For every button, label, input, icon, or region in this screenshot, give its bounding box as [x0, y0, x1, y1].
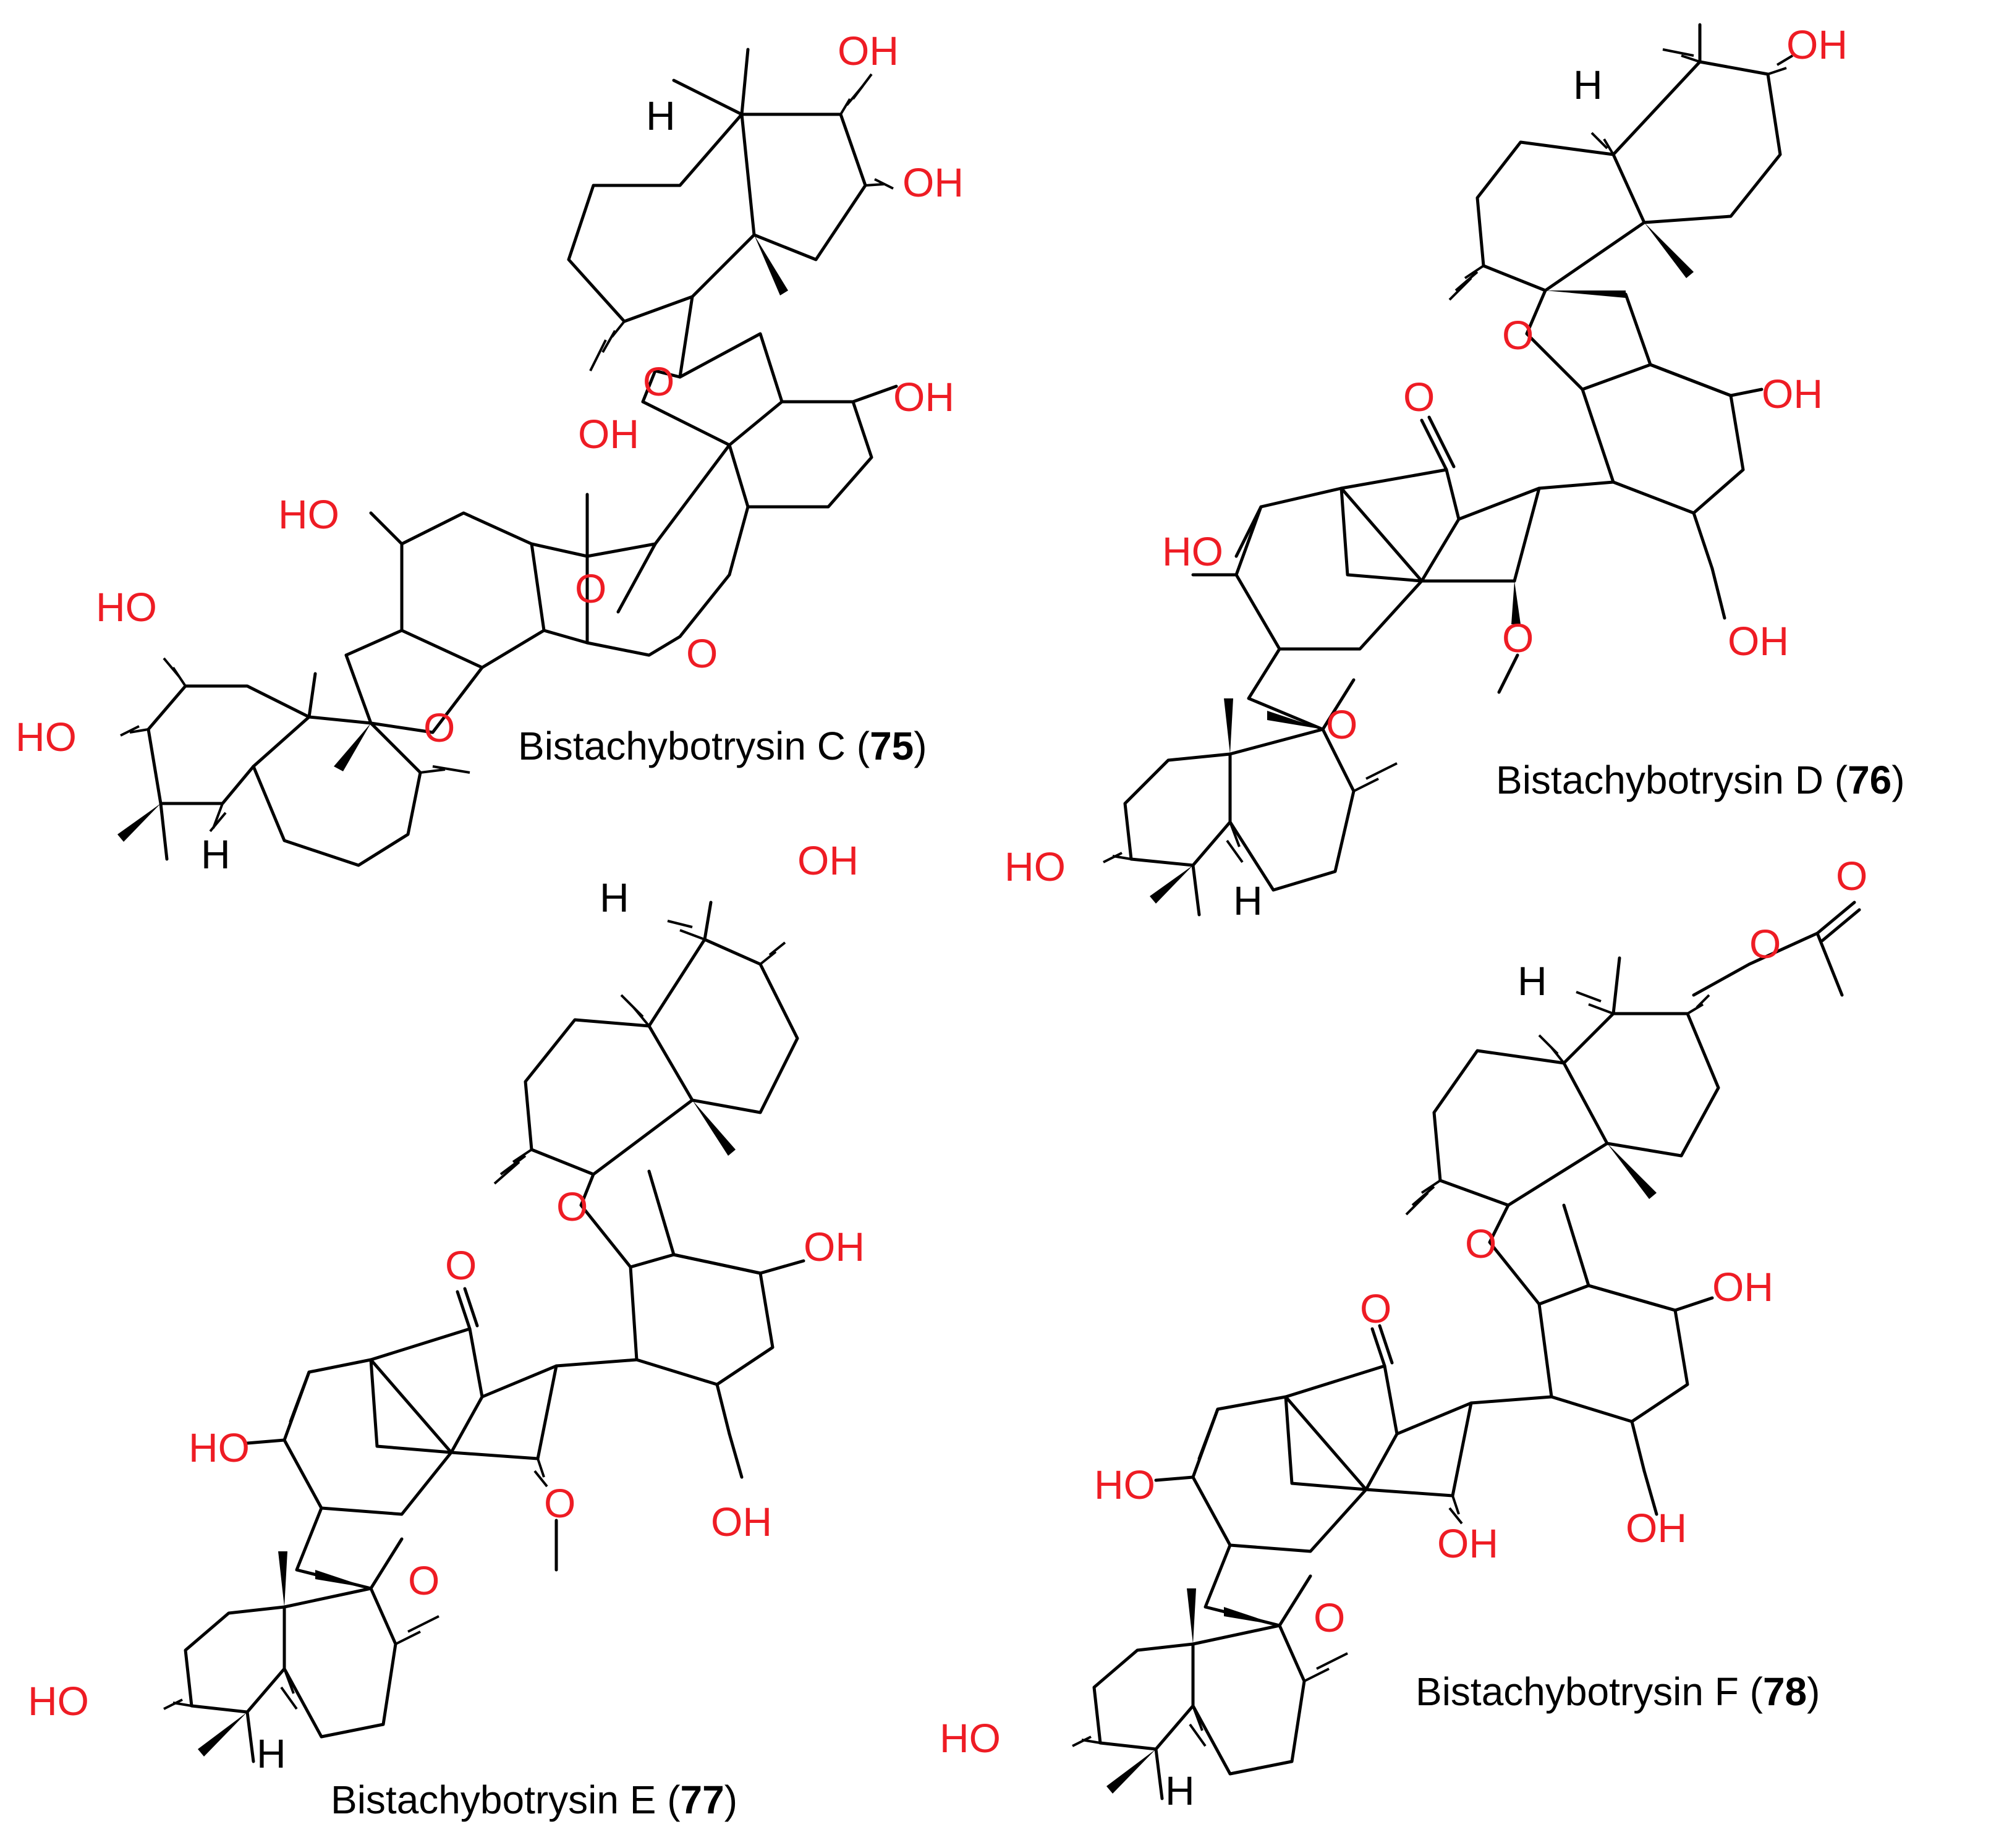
oxygen-label: O: [1360, 1286, 1391, 1331]
hydrogen-label: H: [1573, 62, 1603, 108]
hydroxyl-label: OH: [902, 159, 964, 205]
hydroxyl-label: OH: [893, 374, 954, 420]
hydroxyl-label: OH: [578, 411, 639, 457]
compound-number: 77: [680, 1778, 724, 1822]
hydroxyl-label: OH: [1712, 1264, 1773, 1310]
compound-number: 78: [1762, 1669, 1807, 1714]
methoxy-oxygen-label: O: [1502, 615, 1534, 661]
oxygen-label: O: [423, 705, 455, 750]
hydroxyl-label: HO: [96, 584, 157, 630]
hydroxyl-label: HO: [278, 491, 339, 537]
hydroxyl-label: OH: [1728, 618, 1789, 664]
hydroxyl-label: HO: [940, 1715, 1001, 1761]
oxygen-label: O: [686, 630, 718, 676]
hydroxyl-label: HO: [1094, 1462, 1155, 1507]
oxygen-label: O: [1749, 921, 1781, 967]
oxygen-label: O: [1836, 853, 1867, 899]
hydroxyl-label: OH: [838, 28, 899, 74]
structure-bistachybotrysin-c: H OH OH O OH OH O O HO O HO HO H: [15, 28, 964, 877]
hydroxyl-label: OH: [804, 1224, 865, 1269]
oxygen-label: O: [1502, 312, 1534, 358]
hydrogen-label: H: [646, 93, 676, 138]
compound-caption-78: Bistachybotrysin F (78): [1416, 1669, 1820, 1714]
compound-name: Bistachybotrysin C: [518, 724, 846, 768]
compound-name: Bistachybotrysin F: [1416, 1669, 1739, 1714]
hydrogen-label: H: [600, 875, 629, 920]
structure-bistachybotrysin-d: H OH O OH OH O O HO O HO H: [1004, 22, 1848, 923]
hydrogen-label: H: [201, 831, 231, 877]
methoxy-oxygen-label: O: [544, 1480, 575, 1526]
hydroxyl-label: OH: [1786, 22, 1848, 67]
compound-caption-75: Bistachybotrysin C (75): [518, 724, 927, 768]
hydrogen-label: H: [1233, 878, 1263, 923]
hydroxyl-label: OH: [1437, 1520, 1498, 1566]
compound-caption-76: Bistachybotrysin D (76): [1496, 758, 1905, 802]
structure-bistachybotrysin-f: O O H O OH OH O OH HO O HO H: [940, 853, 1867, 1813]
hydrogen-label: H: [257, 1731, 286, 1776]
hydroxyl-label: HO: [1162, 528, 1223, 574]
hydroxyl-label: OH: [797, 837, 859, 883]
oxygen-label: O: [643, 358, 674, 404]
hydroxyl-label: HO: [1004, 844, 1066, 889]
hydrogen-label: H: [1518, 958, 1547, 1004]
compound-name: Bistachybotrysin D: [1496, 758, 1823, 802]
oxygen-label: O: [1403, 374, 1435, 420]
hydroxyl-label: OH: [1762, 371, 1823, 417]
oxygen-label: O: [445, 1242, 477, 1288]
hydroxyl-label: HO: [15, 714, 77, 760]
oxygen-label: O: [408, 1558, 439, 1603]
hydroxyl-label: HO: [189, 1425, 250, 1470]
oxygen-label: O: [1314, 1595, 1345, 1640]
compound-name: Bistachybotrysin E: [331, 1778, 656, 1822]
structure-bistachybotrysin-e: H OH O OH OH O O HO O HO H: [28, 837, 865, 1776]
oxygen-label: O: [575, 566, 606, 611]
oxygen-label: O: [1465, 1221, 1496, 1266]
hydroxyl-label: OH: [711, 1499, 772, 1545]
hydrogen-label: H: [1165, 1768, 1195, 1813]
compound-caption-77: Bistachybotrysin E (77): [331, 1778, 738, 1822]
oxygen-label: O: [1326, 701, 1357, 747]
hydroxyl-label: OH: [1626, 1505, 1687, 1551]
oxygen-label: O: [556, 1184, 588, 1229]
hydroxyl-label: HO: [28, 1678, 89, 1724]
compound-number: 76: [1848, 758, 1892, 802]
compound-number: 75: [870, 724, 914, 768]
